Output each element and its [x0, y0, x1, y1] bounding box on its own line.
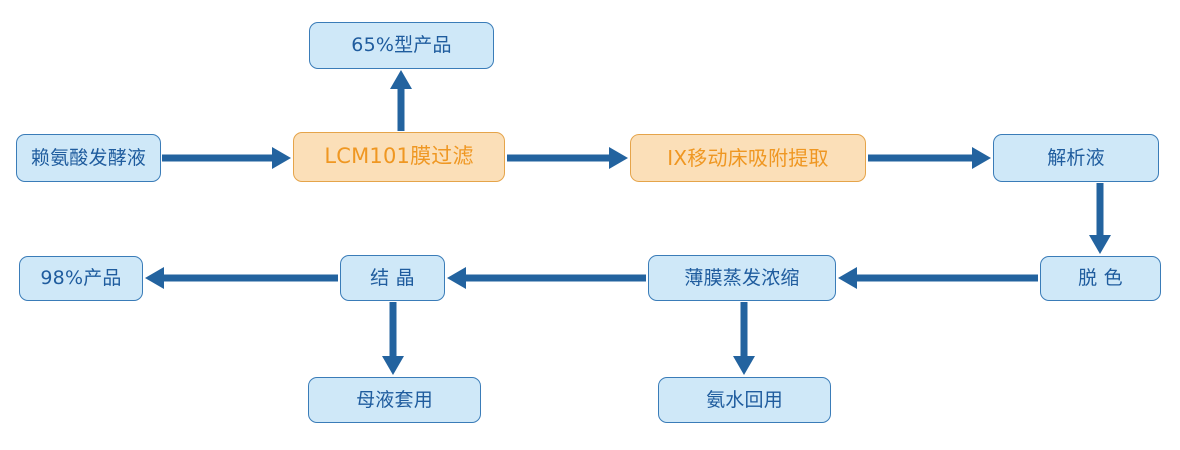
node-decolor[interactable]: 脱 色 — [1040, 256, 1161, 301]
node-label: 薄膜蒸发浓缩 — [684, 266, 800, 289]
node-label: 氨水回用 — [706, 388, 783, 411]
node-ix[interactable]: IX移动床吸附提取 — [630, 134, 866, 182]
arrow-eluate-to-decolor — [1078, 161, 1122, 276]
arrow-shape — [390, 70, 412, 131]
node-label: 65%型产品 — [351, 34, 452, 57]
node-label: 解析液 — [1047, 146, 1105, 169]
node-evaporate[interactable]: 薄膜蒸发浓缩 — [648, 255, 836, 301]
node-eluate[interactable]: 解析液 — [993, 134, 1159, 182]
arrow-ix-to-eluate — [846, 136, 1013, 180]
arrow-shape — [507, 147, 628, 169]
arrow-lcm101-to-product65 — [379, 48, 423, 153]
arrow-shape — [1089, 183, 1111, 254]
arrow-crystallize-to-product98 — [123, 256, 360, 300]
arrow-crystallize-to-motherliquor — [371, 280, 415, 397]
node-product98[interactable]: 98%产品 — [19, 256, 143, 301]
node-label: 脱 色 — [1078, 267, 1123, 290]
node-lcm101[interactable]: LCM101膜过滤 — [293, 132, 505, 182]
arrow-decolor-to-evaporate — [816, 256, 1060, 300]
arrow-shape — [447, 267, 646, 289]
arrow-shape — [145, 267, 338, 289]
arrow-feed-to-lcm101 — [140, 136, 313, 180]
node-label: LCM101膜过滤 — [324, 144, 474, 169]
node-label: 结 晶 — [370, 266, 415, 289]
node-crystallize[interactable]: 结 晶 — [340, 255, 445, 301]
node-motherliquor[interactable]: 母液套用 — [308, 377, 481, 423]
node-ammonia[interactable]: 氨水回用 — [658, 377, 831, 423]
arrow-evaporate-to-crystallize — [425, 256, 668, 300]
arrow-evaporate-to-ammonia — [722, 280, 766, 397]
node-label: 98%产品 — [40, 267, 122, 290]
node-feed[interactable]: 赖氨酸发酵液 — [16, 134, 161, 182]
arrow-lcm101-to-ix — [485, 136, 650, 180]
node-label: IX移动床吸附提取 — [667, 146, 829, 170]
arrow-shape — [868, 147, 991, 169]
node-product65[interactable]: 65%型产品 — [309, 22, 494, 69]
arrow-shape — [162, 147, 291, 169]
node-label: 母液套用 — [356, 388, 433, 411]
arrow-shape — [733, 302, 755, 375]
node-label: 赖氨酸发酵液 — [30, 146, 147, 169]
arrow-shape — [382, 302, 404, 375]
arrow-shape — [838, 267, 1038, 289]
